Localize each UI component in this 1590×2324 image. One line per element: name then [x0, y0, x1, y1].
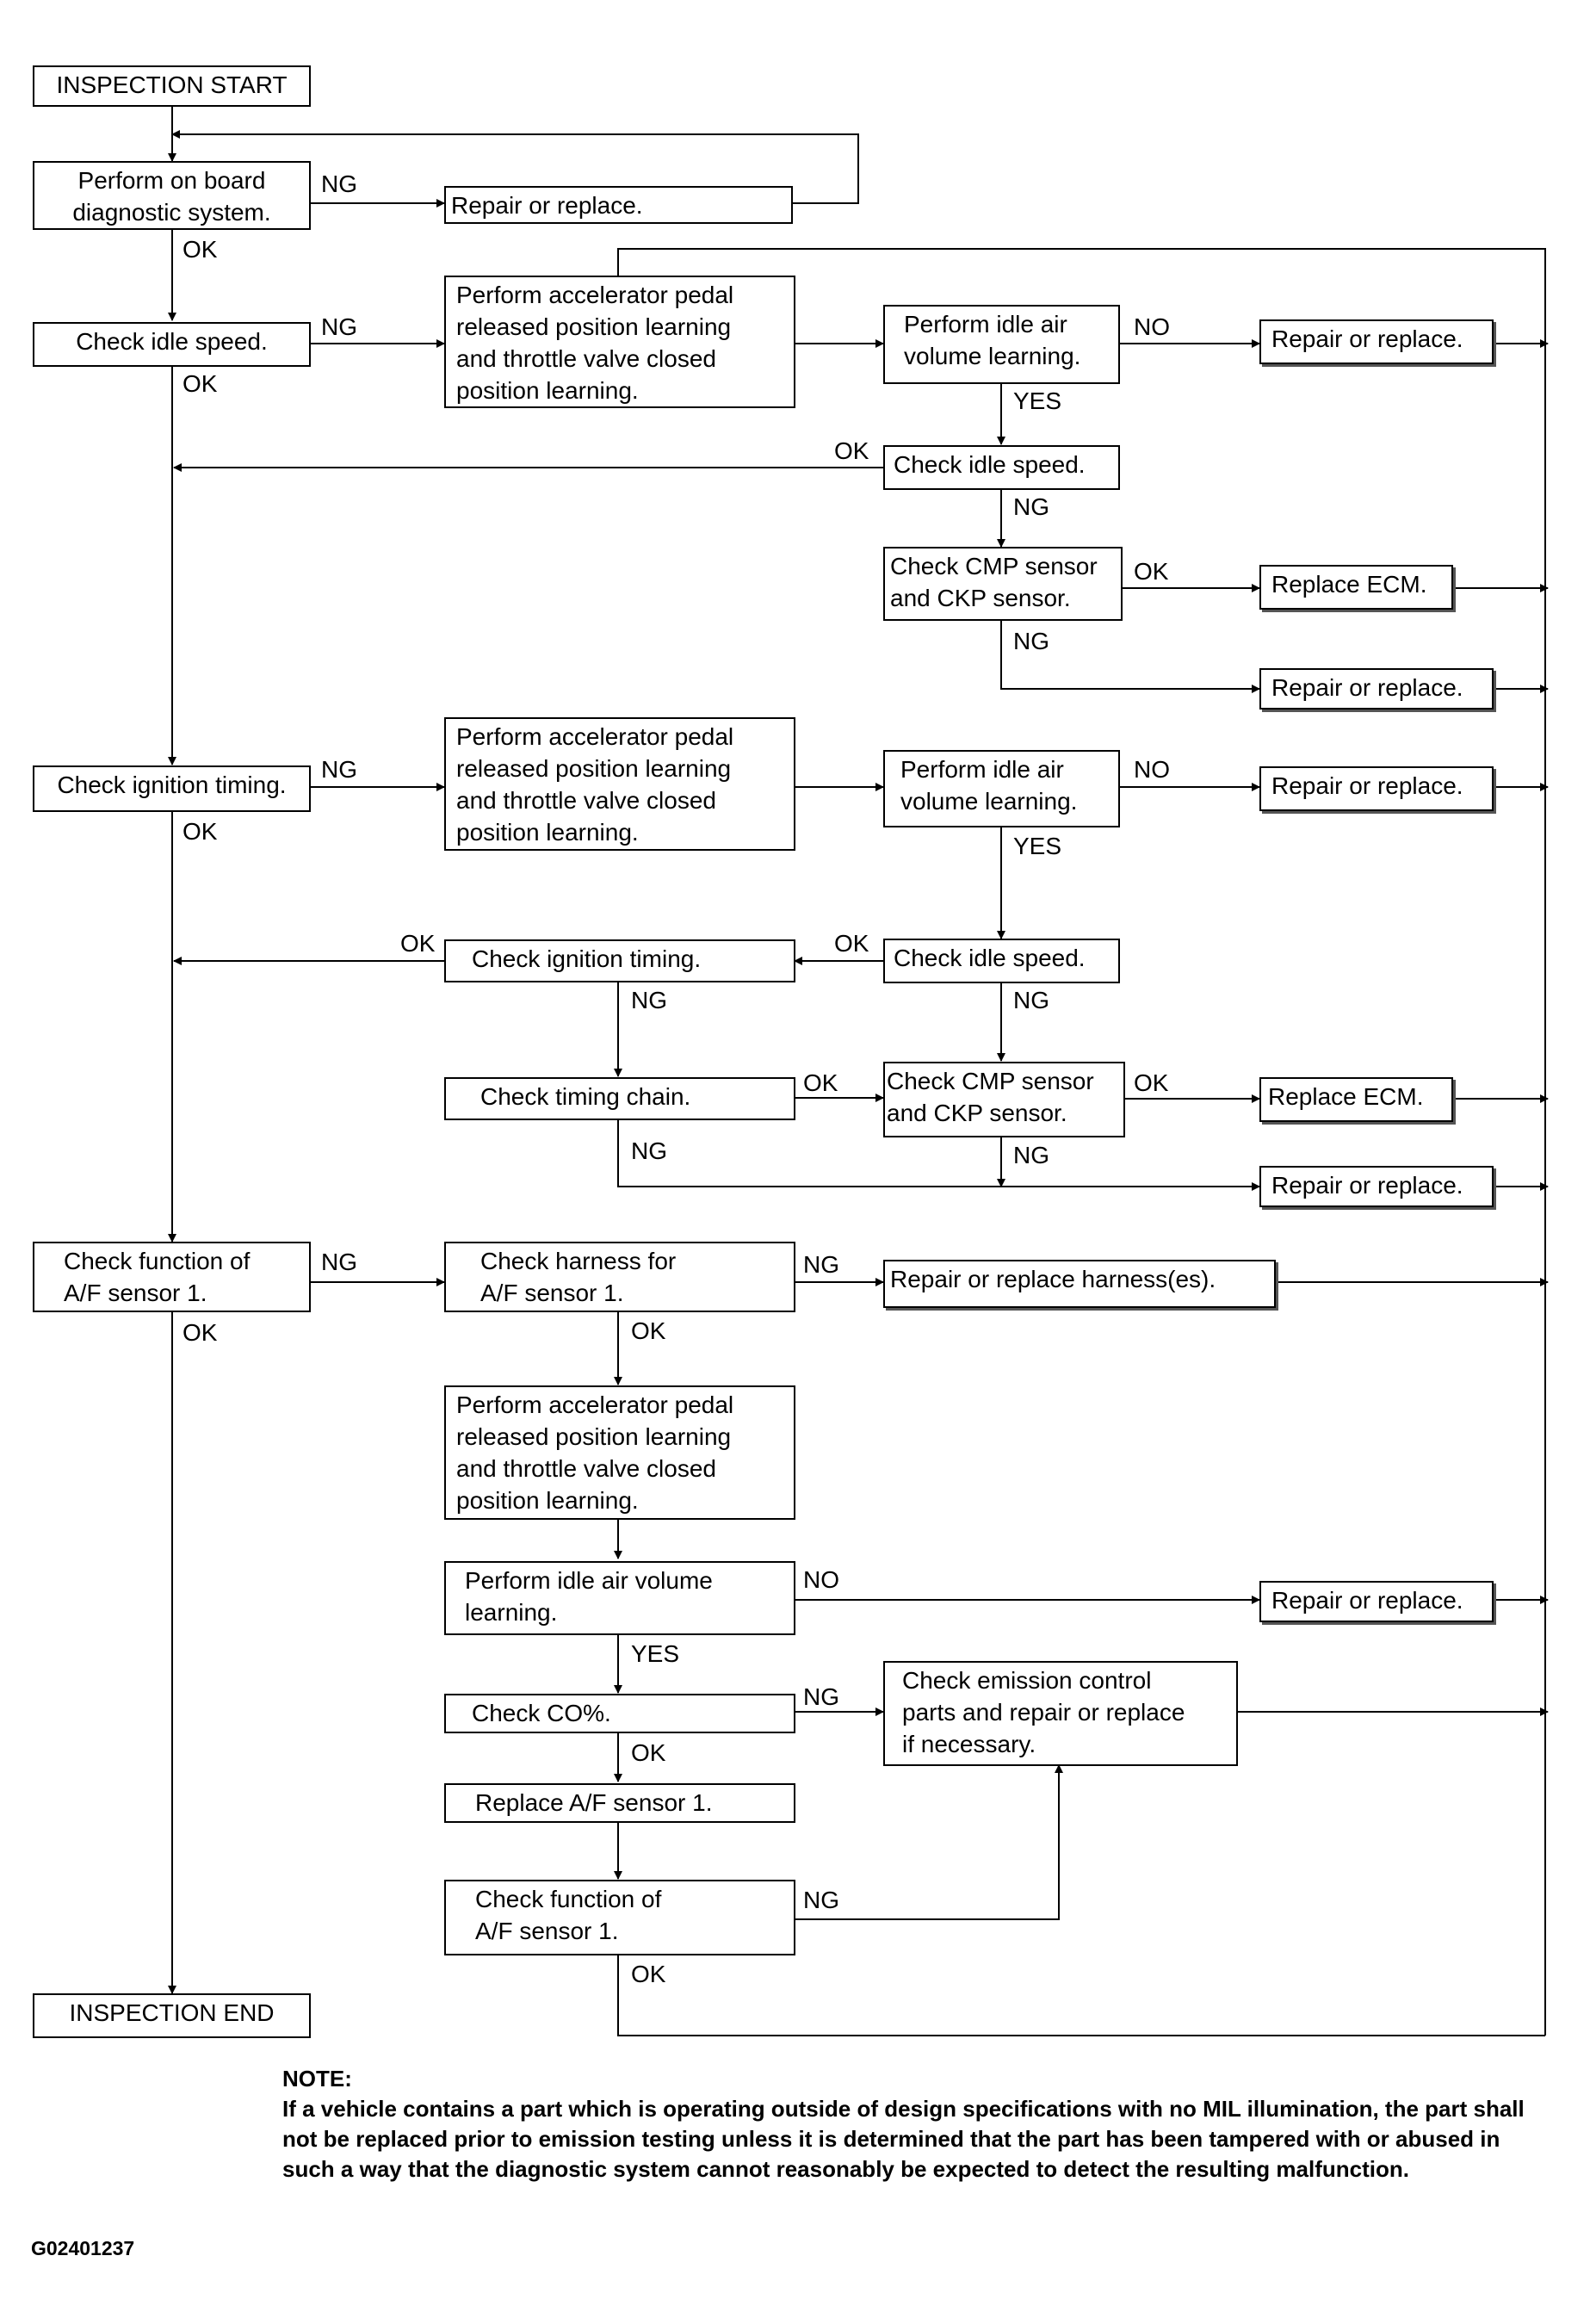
check-idle-speed-box: Check idle speed. — [33, 322, 311, 367]
replace-af-sensor-box: Replace A/F sensor 1. — [444, 1783, 795, 1823]
no-label: NO — [1134, 313, 1170, 340]
figure-id: G02401237 — [31, 2237, 135, 2259]
check-ignition-timing-box: Check ignition timing. — [33, 765, 311, 812]
repair-or-replace-box: Repair or replace. — [1259, 766, 1494, 811]
repair-or-replace-box: Repair or replace. — [1259, 1581, 1494, 1622]
replace-ecm-box: Replace ECM. — [1259, 565, 1453, 610]
ok-label: OK — [631, 1317, 666, 1344]
ok-label: OK — [183, 236, 218, 263]
yes-label: YES — [631, 1640, 680, 1667]
yes-label: YES — [1013, 387, 1062, 414]
ng-label: NG — [1013, 1142, 1049, 1168]
ng-label: NG — [803, 1683, 839, 1710]
inspection-end-box: INSPECTION END — [33, 1993, 311, 2038]
ok-label: OK — [400, 930, 436, 957]
no-label: NO — [803, 1566, 839, 1593]
ok-label: OK — [834, 437, 869, 464]
check-timing-chain-box: Check timing chain. — [444, 1077, 795, 1120]
ng-label: NG — [803, 1887, 839, 1913]
ok-label: OK — [631, 1739, 666, 1766]
ng-label: NG — [1013, 628, 1049, 654]
note-block: NOTE: If a vehicle contains a part which… — [282, 2064, 1531, 2185]
idle-air-learning-box: Perform idle air volume learning. — [444, 1561, 795, 1635]
ng-label: NG — [631, 1137, 667, 1164]
check-harness-box: Check harness for A/F sensor 1. — [444, 1242, 795, 1312]
repair-or-replace-box: Repair or replace. — [1259, 1166, 1494, 1207]
accelerator-learning-box: Perform accelerator pedal released posit… — [444, 1385, 795, 1520]
ok-label: OK — [183, 818, 218, 845]
check-co-box: Check CO%. — [444, 1694, 795, 1733]
ok-label: OK — [803, 1069, 838, 1096]
check-idle-speed-box: Check idle speed. — [883, 939, 1120, 983]
yes-label: YES — [1013, 833, 1062, 859]
repair-or-replace-box: Repair or replace. — [444, 186, 793, 224]
repair-harness-box: Repair or replace harness(es). — [883, 1260, 1276, 1308]
ok-label: OK — [1134, 1069, 1169, 1096]
ng-label: NG — [631, 987, 667, 1013]
ng-label: NG — [321, 313, 357, 340]
ok-label: OK — [631, 1961, 666, 1987]
check-cmp-ckp-sensor-box: Check CMP sensor and CKP sensor. — [883, 547, 1123, 621]
idle-air-learning-box: Perform idle air volume learning. — [883, 305, 1120, 384]
repair-or-replace-box: Repair or replace. — [1259, 668, 1494, 710]
accelerator-learning-box: Perform accelerator pedal released posit… — [444, 276, 795, 408]
ok-label: OK — [1134, 558, 1169, 585]
ok-label: OK — [183, 370, 218, 397]
check-emission-control-box: Check emission control parts and repair … — [883, 1661, 1238, 1766]
ng-label: NG — [321, 756, 357, 783]
replace-ecm-box: Replace ECM. — [1259, 1077, 1453, 1122]
ok-label: OK — [834, 930, 869, 957]
accelerator-learning-box: Perform accelerator pedal released posit… — [444, 717, 795, 851]
ng-label: NG — [1013, 987, 1049, 1013]
repair-or-replace-box: Repair or replace. — [1259, 319, 1494, 364]
check-af-sensor-function-box: Check function of A/F sensor 1. — [33, 1242, 311, 1312]
note-body: If a vehicle contains a part which is op… — [282, 2096, 1525, 2182]
check-cmp-ckp-sensor-box: Check CMP sensor and CKP sensor. — [883, 1062, 1125, 1137]
no-label: NO — [1134, 756, 1170, 783]
onboard-diagnosis-box: Perform on board diagnostic system. — [33, 161, 311, 230]
idle-air-learning-box: Perform idle air volume learning. — [883, 750, 1120, 827]
ng-label: NG — [321, 170, 357, 197]
check-idle-speed-box: Check idle speed. — [883, 445, 1120, 490]
ng-label: NG — [803, 1251, 839, 1278]
ng-label: NG — [1013, 493, 1049, 520]
note-title: NOTE: — [282, 2066, 352, 2092]
check-af-sensor-function-box: Check function of A/F sensor 1. — [444, 1880, 795, 1955]
ng-label: NG — [321, 1249, 357, 1275]
check-ignition-timing-box: Check ignition timing. — [444, 939, 795, 982]
ok-label: OK — [183, 1319, 218, 1346]
inspection-start-box: INSPECTION START — [33, 65, 311, 107]
